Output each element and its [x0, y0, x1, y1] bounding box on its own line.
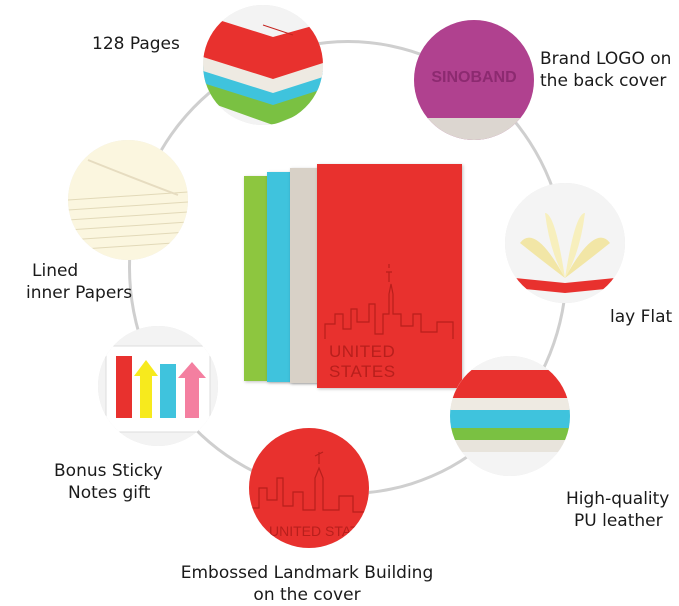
stacked-notebooks-icon [203, 5, 323, 125]
brand-logo-text: SINOBAND [431, 69, 516, 86]
sticky-label: Bonus Sticky Notes gift [54, 460, 163, 504]
lined-paper-icon [68, 140, 188, 260]
lined-label: Lined inner Papers [26, 260, 132, 304]
logo-label-line1: Brand LOGO on [540, 49, 672, 69]
logo-feature-photo: SINOBAND [414, 20, 534, 140]
red-notebook: UNITED STATES [317, 164, 462, 388]
emboss-label-line2: on the cover [253, 585, 361, 605]
lined-feature-photo [68, 140, 188, 260]
emboss-label: Embossed Landmark Building on the cover [176, 562, 438, 606]
notebook-set: UNITED STATES [240, 160, 465, 390]
lined-label-line2: inner Papers [26, 283, 133, 303]
pu-label: High-quality PU leather [566, 488, 669, 532]
sticky-notes-icon [98, 326, 218, 446]
pages-label: 128 Pages [92, 33, 180, 55]
sticky-feature-photo [98, 326, 218, 446]
lined-label-line1: Lined [32, 261, 79, 281]
cover-title: UNITED STATES [329, 342, 396, 381]
pu-label-line1: High-quality [566, 489, 670, 509]
sticky-label-line2: Notes gift [68, 483, 151, 503]
skyline-emboss-icon [324, 264, 454, 339]
pages-label-line: 128 Pages [92, 34, 180, 54]
pu-feature-photo [450, 356, 570, 476]
emboss-title-text: UNITED STATES [269, 523, 369, 539]
flat-label-line: lay Flat [610, 307, 673, 327]
embossed-skyline-icon: UNITED STATES [249, 428, 369, 548]
emboss-label-line1: Embossed Landmark Building [180, 563, 434, 583]
sticky-label-line1: Bonus Sticky [54, 461, 163, 481]
open-notebook-icon [505, 183, 625, 303]
flat-label: lay Flat [610, 306, 672, 328]
emboss-feature-photo: UNITED STATES [249, 428, 369, 548]
leather-corners-icon [450, 356, 570, 476]
logo-emboss-icon: SINOBAND [414, 20, 534, 140]
pu-label-line2: PU leather [574, 511, 663, 531]
logo-label: Brand LOGO on the back cover [540, 48, 671, 92]
pages-feature-photo [203, 5, 323, 125]
logo-label-line2: the back cover [540, 71, 667, 91]
flat-feature-photo [505, 183, 625, 303]
